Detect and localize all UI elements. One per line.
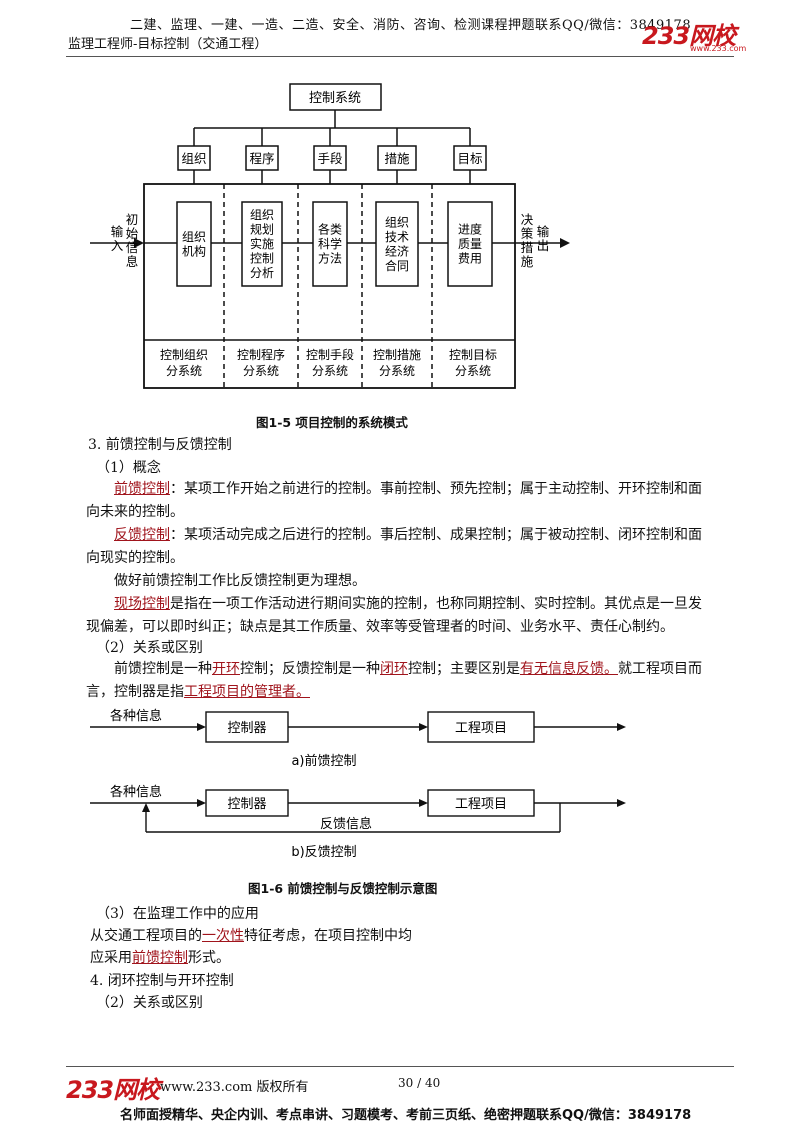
paragraph-ideal: 做好前馈控制工作比反馈控制更为理想。 [114, 573, 366, 589]
document-subtitle: 监理工程师-目标控制（交通工程） [68, 37, 268, 52]
inner-box-label-1: 组织规划实施控制分析 [250, 208, 274, 280]
inner-box-label-3: 组织技术经济合同 [385, 215, 409, 273]
subsystem-label-2: 控制手段分系统 [306, 347, 354, 378]
section-4-heading: 4. 闭环控制与开环控制 [90, 973, 234, 989]
input-label: 输入 [111, 224, 124, 253]
relation-subheading: （2）关系或区别 [96, 640, 203, 656]
category-procedure: 程序 [249, 151, 274, 166]
term-onsite-control: 现场控制 [114, 596, 170, 612]
inner-box-label-0: 组织机构 [182, 230, 206, 259]
footer-contact-line: 名师面授精华、央企内训、考点串讲、习题模考、考前三页纸、绝密押题联系QQ/微信：… [120, 1108, 692, 1123]
controller-box-a: 控制器 [227, 721, 266, 736]
footer-divider [66, 1066, 734, 1067]
brand-logo: 233网校 [642, 22, 736, 50]
output-decision-label: 决策措施 [521, 212, 534, 269]
paragraph-feedback: 反馈控制：某项活动完成之后进行的控制。事后控制、成果控制；属于被动控制、闭环控制… [86, 527, 702, 566]
inner-box-label-4: 进度质量费用 [458, 222, 482, 266]
subsystem-label-1: 控制程序分系统 [237, 347, 285, 378]
label-feedback: b)反馈控制 [291, 845, 356, 860]
paragraph-onsite-control: 现场控制是指在一项工作活动进行期间实施的控制，也称同期控制、实时控制。其优点是一… [86, 596, 702, 635]
application-line-1: 从交通工程项目的一次性特征考虑，在项目控制中均 [90, 928, 412, 944]
subsystem-label-3: 控制措施分系统 [373, 348, 421, 378]
category-organization: 组织 [181, 151, 206, 166]
header-divider [66, 56, 734, 57]
subsystem-label-4: 控制目标分系统 [449, 348, 497, 378]
term-feedforward: 前馈控制 [114, 481, 170, 497]
page-number: 30 / 40 [398, 1076, 441, 1090]
info-label-a: 各种信息 [110, 708, 162, 724]
application-line-2: 应采用前馈控制形式。 [90, 950, 230, 966]
term-feedback: 反馈控制 [114, 527, 170, 543]
project-box-b: 工程项目 [455, 797, 507, 812]
category-means: 手段 [317, 151, 342, 166]
figure-1-6-caption: 图1-6 前馈控制与反馈控制示意图 [248, 881, 438, 896]
section-3-heading: 3. 前馈控制与反馈控制 [88, 437, 232, 453]
header-contact-line: 二建、监理、一建、一造、二造、安全、消防、咨询、检测课程押题联系QQ/微信：38… [130, 18, 692, 33]
project-box-a: 工程项目 [455, 721, 507, 736]
inner-box-label-2: 各类科学方法 [318, 222, 342, 266]
footer-copyright: www.233.com 版权所有 [160, 1080, 309, 1095]
feedback-info-label: 反馈信息 [320, 816, 372, 832]
figure-feedforward-feedback: 各种信息 控制器 工程项目 a)前馈控制 各种信息 控制器 工程项目 反馈信息 … [90, 708, 626, 860]
controller-box-b: 控制器 [227, 797, 266, 812]
relation-subheading-2: （2）关系或区别 [96, 995, 203, 1011]
subsystem-label-0: 控制组织分系统 [160, 348, 208, 378]
info-label-b: 各种信息 [110, 784, 162, 800]
input-initial-info-label: 初始信息 [126, 212, 139, 269]
figure-control-system-model: 控制系统 组织 程序 手段 措施 目标 组织机构 组织规划实施控制分析 各类科学方法… [90, 83, 570, 389]
application-subheading: （3）在监理工作中的应用 [96, 906, 259, 922]
control-system-label: 控制系统 [309, 91, 361, 106]
paragraph-relation: 前馈控制是一种开环控制；反馈控制是一种闭环控制；主要区别是有无信息反馈。就工程项… [86, 661, 702, 700]
concept-subheading: （1）概念 [96, 460, 161, 476]
output-label: 输出 [537, 224, 550, 253]
brand-logo-url: www.233.com [690, 44, 747, 53]
paragraph-feedforward: 前馈控制：某项工作开始之前进行的控制。事前控制、预先控制；属于主动控制、开环控制… [86, 481, 702, 520]
category-measures: 措施 [384, 151, 410, 166]
figure-1-5-caption: 图1-5 项目控制的系统模式 [256, 415, 408, 430]
label-feedforward: a)前馈控制 [291, 753, 356, 769]
category-target: 目标 [457, 151, 482, 166]
footer-brand-logo: 233网校 [66, 1076, 160, 1104]
